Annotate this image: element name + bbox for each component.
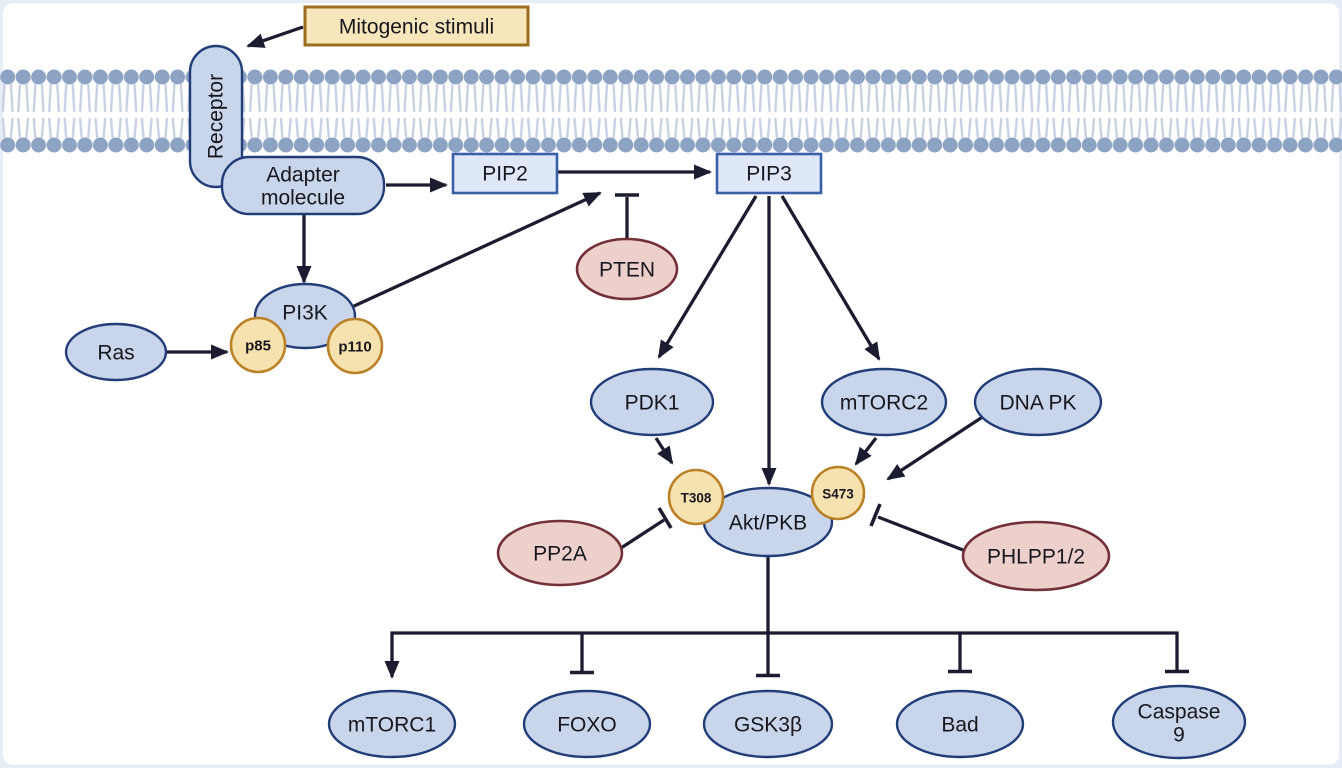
- phlpp-label: PHLPP1/2: [987, 546, 1085, 569]
- node-caspase9: Caspase 9: [1111, 684, 1247, 760]
- gsk3b-label: GSK3β: [734, 714, 802, 737]
- pten-shape: [575, 237, 679, 301]
- akt-pkb-label: Akt/PKB: [729, 512, 807, 535]
- dna-pk-shape: [973, 367, 1103, 437]
- node-s473: S473: [810, 465, 866, 521]
- pp2a-label: PP2A: [533, 543, 587, 566]
- inhibit-akt-bad: [948, 633, 972, 674]
- p85-label: p85: [245, 338, 271, 355]
- node-pten: PTEN: [575, 237, 679, 301]
- phlpp-shape: [961, 520, 1111, 592]
- pi3k-label: PI3K: [282, 302, 328, 325]
- node-bad: Bad: [895, 689, 1025, 759]
- node-t308: T308: [667, 468, 725, 526]
- foxo-label: FOXO: [557, 714, 617, 737]
- node-ras: Ras: [64, 322, 168, 382]
- edge-pip3-mtorc2: [780, 195, 881, 361]
- node-mitogenic-stimuli: Mitogenic stimuli: [303, 5, 530, 47]
- inhibit-akt-foxo: [570, 633, 594, 675]
- pp2a-shape: [496, 519, 624, 587]
- mtorc2-shape: [820, 367, 948, 437]
- foxo-shape: [522, 689, 652, 759]
- node-receptor: Receptor: [188, 44, 244, 189]
- ras-label: Ras: [97, 342, 134, 365]
- node-p110: p110: [326, 317, 384, 375]
- inhibit-phlpp-s473: [869, 503, 964, 552]
- s473-shape: [810, 465, 866, 521]
- node-phlpp: PHLPP1/2: [961, 520, 1111, 592]
- p110-shape: [326, 317, 384, 375]
- mitogenic-stimuli-shape: [303, 5, 530, 47]
- pdk1-label: PDK1: [625, 392, 680, 415]
- pip3-label: PIP3: [746, 163, 792, 186]
- mtorc1-label: mTORC1: [348, 714, 436, 737]
- dna-pk-label: DNA PK: [999, 392, 1076, 415]
- pten-label: PTEN: [599, 259, 655, 282]
- adapter-label-line1: Adapter: [266, 164, 340, 187]
- node-pp2a: PP2A: [496, 519, 624, 587]
- edge-mtorc2-s473: [854, 436, 878, 466]
- adapter-shape: [220, 155, 386, 216]
- caspase9-label-line1: Caspase: [1138, 701, 1221, 724]
- node-dna-pk: DNA PK: [973, 367, 1103, 437]
- node-gsk3b: GSK3β: [702, 689, 834, 759]
- caspase9-label-line2: 9: [1173, 724, 1185, 747]
- inhibit-pp2a-t308: [620, 507, 673, 550]
- s473-label: S473: [822, 487, 854, 502]
- node-mtorc1: mTORC1: [327, 689, 457, 759]
- bad-label: Bad: [941, 714, 978, 737]
- edge-pi3k-conversion: [351, 191, 602, 309]
- gsk3b-shape: [702, 689, 834, 759]
- pip2-shape: [451, 152, 559, 195]
- node-pip3: PIP3: [715, 152, 823, 195]
- node-akt-pkb: Akt/PKB: [702, 486, 834, 558]
- edge-pdk1-t308: [654, 437, 674, 465]
- edges: [167, 25, 1189, 679]
- node-pip2: PIP2: [451, 152, 559, 195]
- edge-dnapk-s473: [886, 414, 985, 481]
- pip2-label: PIP2: [482, 163, 528, 186]
- edge-pip3-pdk1: [657, 195, 758, 359]
- p110-label: p110: [338, 339, 371, 356]
- t308-label: T308: [681, 491, 712, 506]
- inhibit-akt-caspase9: [1165, 633, 1189, 674]
- mtorc2-label: mTORC2: [840, 392, 928, 415]
- mtorc1-shape: [327, 689, 457, 759]
- receptor-label: Receptor: [205, 74, 228, 159]
- inhibit-akt-gsk3b: [756, 633, 780, 678]
- inhibit-pten-conversion: [615, 193, 639, 240]
- node-p85: p85: [229, 316, 287, 374]
- pdk1-shape: [589, 367, 715, 437]
- edge-stimuli-receptor: [246, 25, 304, 48]
- receptor-shape: [188, 44, 244, 189]
- node-adapter-molecule: Adapter molecule: [220, 155, 386, 216]
- node-pdk1: PDK1: [589, 367, 715, 437]
- ras-shape: [64, 322, 168, 382]
- edge-akt-downstream: [384, 556, 1189, 679]
- mitogenic-stimuli-label: Mitogenic stimuli: [339, 16, 494, 39]
- adapter-label-line2: molecule: [261, 187, 345, 210]
- caspase9-shape: [1111, 684, 1247, 760]
- t308-shape: [667, 468, 725, 526]
- node-foxo: FOXO: [522, 689, 652, 759]
- pip3-shape: [715, 152, 823, 195]
- bad-shape: [895, 689, 1025, 759]
- node-mtorc2: mTORC2: [820, 367, 948, 437]
- p85-shape: [229, 316, 287, 374]
